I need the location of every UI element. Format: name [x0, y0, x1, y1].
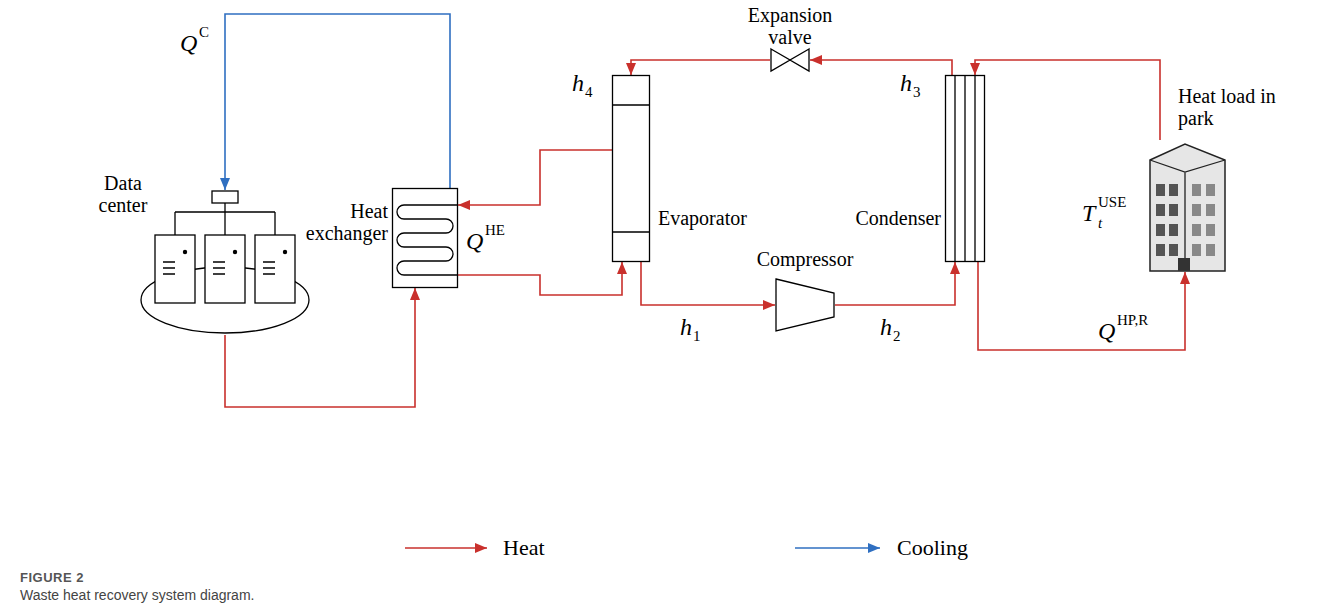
window — [1192, 204, 1201, 216]
exchanger-shell — [393, 189, 458, 288]
symbol: Q — [180, 30, 197, 56]
window — [1192, 244, 1201, 256]
figure-number: FIGURE 2 — [20, 570, 84, 585]
symbol: h — [880, 314, 892, 340]
data-center-shape — [140, 190, 310, 335]
window — [1192, 224, 1201, 236]
heat-flow — [641, 262, 775, 305]
window — [1156, 224, 1165, 236]
condenser-shape — [945, 75, 985, 262]
server-rack — [155, 235, 195, 303]
data-center: Data center — [140, 190, 310, 335]
building-body — [1150, 144, 1225, 271]
evaporator-shape — [612, 75, 650, 262]
legend-samples — [405, 548, 880, 549]
expansion-valve: Expansion valve — [770, 48, 810, 72]
building-edges — [1150, 160, 1225, 271]
server-rack — [205, 235, 245, 303]
heat-flow — [458, 262, 622, 295]
window — [1156, 244, 1165, 256]
superscript: USE — [1098, 194, 1126, 210]
server-led — [283, 250, 287, 254]
heat-sample — [405, 547, 487, 549]
window — [1169, 184, 1178, 196]
cooling-flow — [225, 14, 450, 190]
node-label: Heat load in park — [1178, 85, 1278, 129]
heat-exchanger-shape — [392, 188, 458, 288]
legend-text: Heat — [503, 536, 545, 560]
subscript: 2 — [893, 328, 901, 344]
superscript: HP,R — [1117, 312, 1148, 328]
symbol: h — [572, 70, 584, 96]
server-vents — [213, 262, 225, 274]
compressor-shape — [775, 278, 835, 332]
exchanger-coil — [397, 205, 458, 275]
node-label: Compressor — [743, 248, 867, 270]
network-tree — [175, 203, 275, 235]
window — [1169, 224, 1178, 236]
condenser-tubes — [955, 75, 975, 262]
heat-flow — [458, 150, 612, 205]
subscript: 1 — [693, 328, 701, 344]
superscript: C — [199, 24, 209, 40]
node-label: Data center — [82, 172, 164, 216]
cooling-sample — [795, 547, 880, 549]
window — [1169, 204, 1178, 216]
window — [1206, 244, 1215, 256]
heat-flow — [810, 60, 952, 75]
legend-text: Cooling — [897, 536, 968, 560]
window — [1169, 244, 1178, 256]
compressor: Compressor — [775, 278, 835, 332]
window — [1206, 224, 1215, 236]
symbol: h — [900, 70, 912, 96]
subscript: 4 — [585, 84, 593, 100]
heat-flow — [978, 262, 1185, 350]
condenser: Condenser — [945, 75, 985, 262]
figure-caption: Waste heat recovery system diagram. — [20, 587, 254, 603]
window — [1156, 204, 1165, 216]
subscript: t — [1098, 215, 1102, 231]
symbol: h — [680, 314, 692, 340]
server-vents — [163, 262, 175, 274]
server-rack — [255, 235, 295, 303]
window — [1206, 184, 1215, 196]
server-led — [233, 250, 237, 254]
heat-flow — [975, 60, 1160, 140]
heat-load-building-shape — [1140, 140, 1230, 272]
heat-exchanger: Heat exchanger — [392, 188, 458, 288]
node-label: Expansion valve — [742, 4, 838, 48]
expansion-valve-shape — [770, 48, 810, 72]
valve-right — [790, 49, 809, 71]
window — [1156, 184, 1165, 196]
node-label: Evaporator — [658, 207, 762, 229]
node-label: Heat exchanger — [296, 200, 388, 244]
window — [1206, 204, 1215, 216]
heat-load-building: Heat load in park — [1140, 140, 1230, 272]
node-label: Condenser — [845, 207, 941, 229]
window — [1192, 184, 1201, 196]
evaporator-shell — [613, 76, 650, 262]
evaporator-plates — [612, 105, 650, 232]
heat-flow — [631, 60, 770, 75]
condenser-shell — [946, 76, 985, 262]
server-vents — [263, 262, 275, 274]
symbol: T — [1082, 200, 1095, 226]
evaporator: Evaporator — [612, 75, 650, 262]
symbol: Q — [1098, 318, 1115, 344]
subscript: 3 — [913, 84, 921, 100]
superscript: HE — [485, 222, 505, 238]
compressor-body — [776, 279, 834, 331]
switch-box — [212, 191, 238, 203]
server-led — [183, 250, 187, 254]
symbol: Q — [466, 228, 483, 254]
valve-left — [771, 49, 790, 71]
door — [1178, 258, 1190, 271]
